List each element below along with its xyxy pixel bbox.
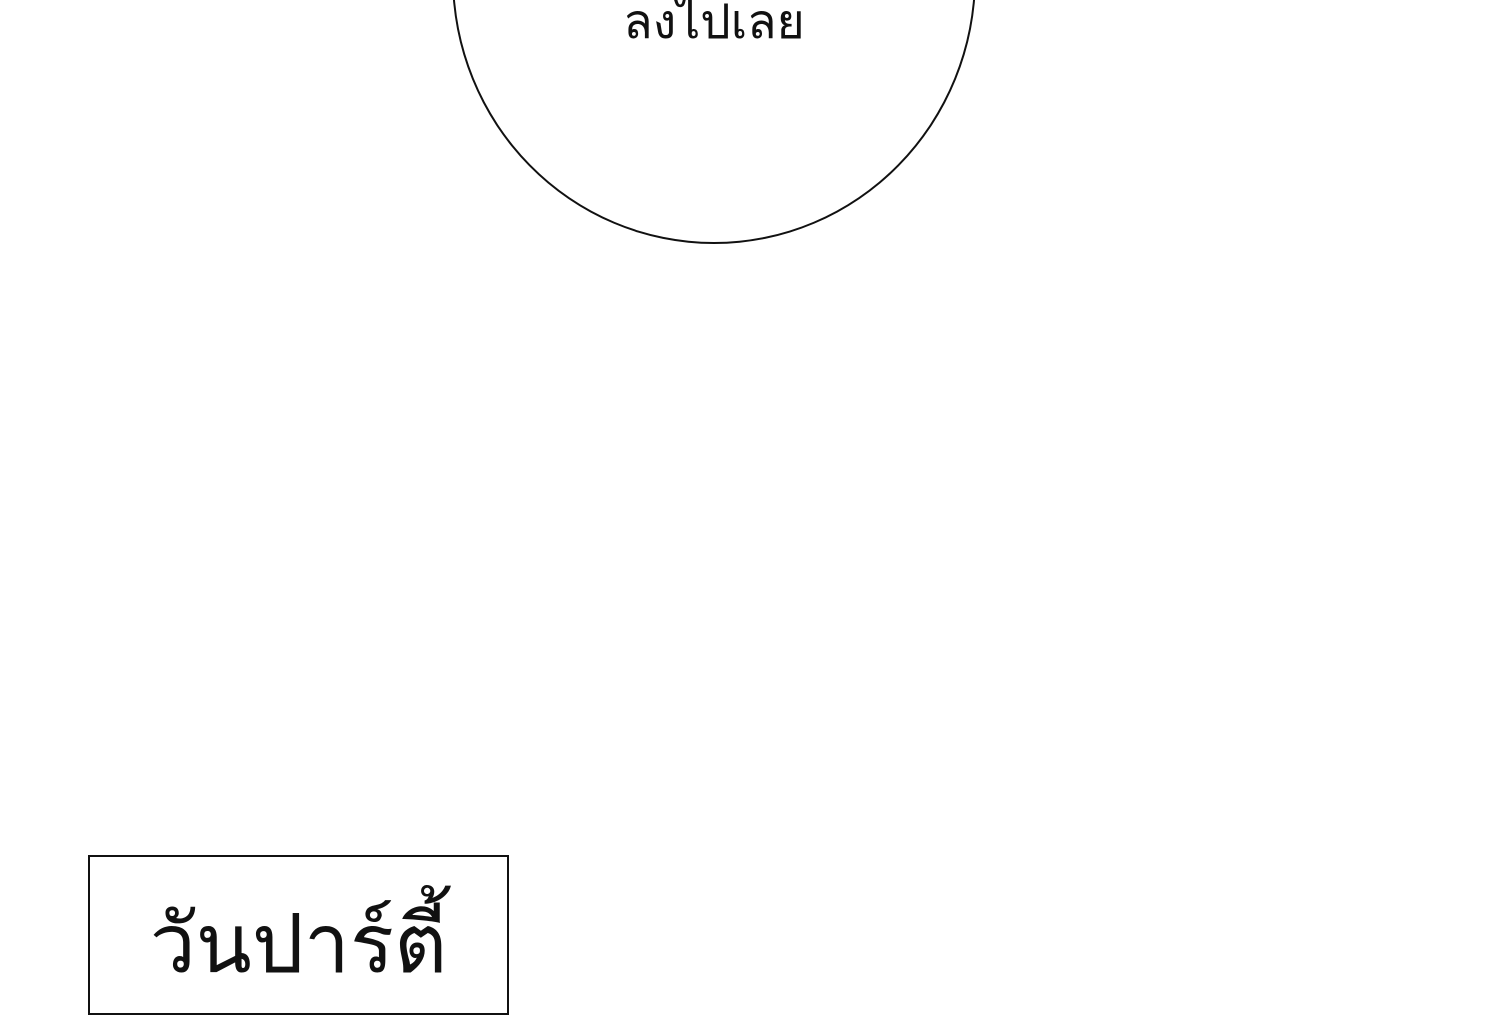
caption-text: วันปาร์ตี้ <box>149 897 448 992</box>
speech-bubble-text: ลงไปเลย <box>623 0 805 50</box>
caption-box <box>88 855 509 1015</box>
